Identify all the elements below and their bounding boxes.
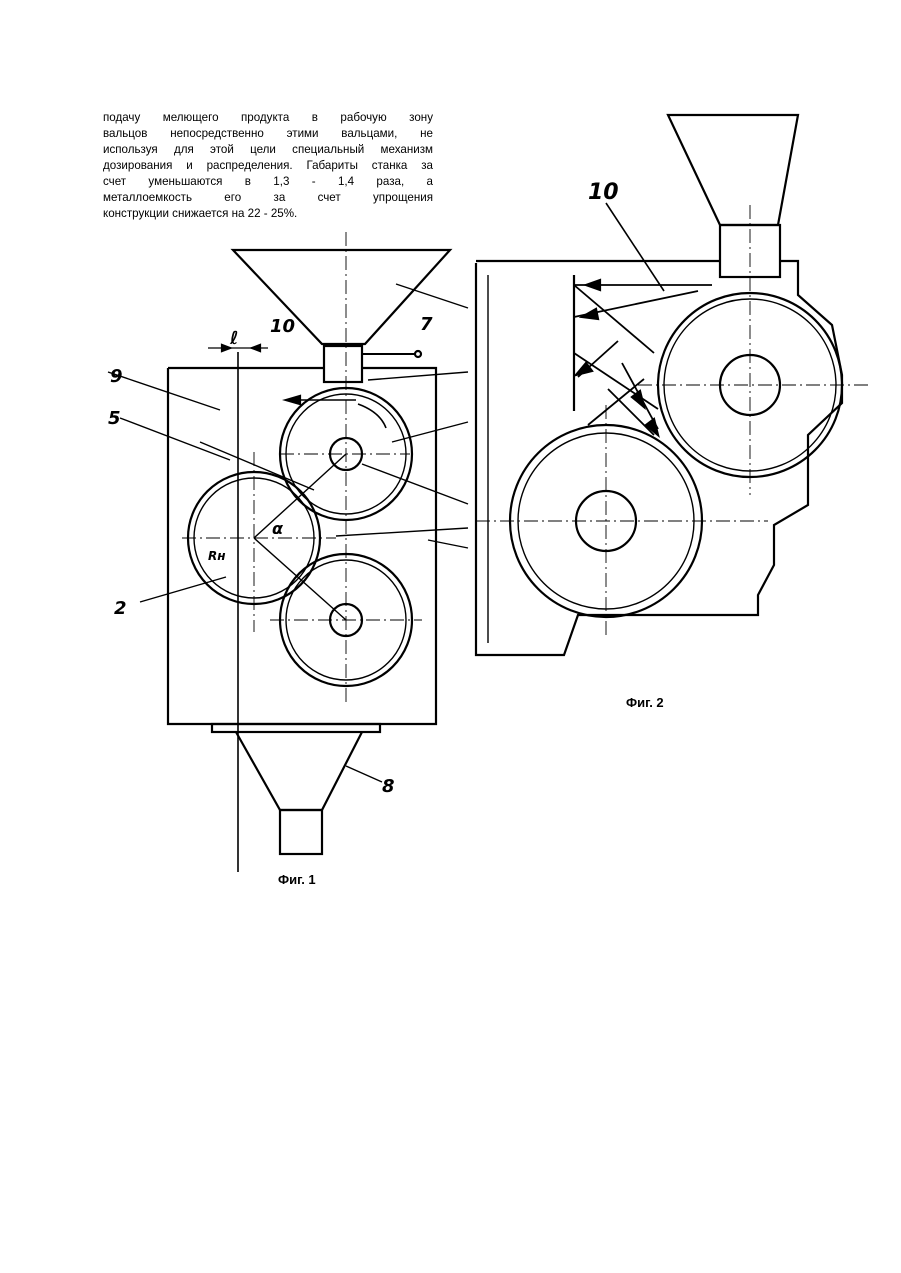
label-2: 2	[114, 598, 127, 619]
label-alpha: α	[272, 519, 284, 538]
figure-2-drawing: 10	[468, 95, 878, 675]
hopper	[233, 250, 450, 344]
body-paragraph: подачу мелющего продукта в рабочую зону …	[103, 110, 433, 222]
label-5: 5	[108, 408, 121, 429]
label-l: ℓ	[229, 328, 239, 349]
label-9: 9	[110, 366, 123, 387]
paragraph-line: счет уменьшаются в 1,3 - 1,4 раза, а	[103, 174, 433, 190]
paragraph-line: вальцов непосредственно этими вальцами, …	[103, 126, 433, 142]
paragraph-line: дозирования и распределения. Габариты ст…	[103, 158, 433, 174]
hopper	[668, 115, 798, 225]
label-rn: Rн	[208, 549, 226, 563]
discharge-funnel	[236, 732, 362, 810]
figure-1-drawing: ℓ 10 7 9 5 α Rн 2 8	[100, 232, 510, 887]
figure-1-caption: Фиг. 1	[278, 872, 316, 887]
label-10: 10	[588, 180, 619, 205]
label-7: 7	[420, 314, 433, 335]
feed-neck	[324, 346, 362, 382]
paragraph-line: конструкции снижается на 22 - 25%.	[103, 206, 433, 222]
paragraph-line: используя для этой цели специальный меха…	[103, 142, 433, 158]
housing	[476, 261, 842, 655]
label-8: 8	[382, 776, 395, 797]
paragraph-line: подачу мелющего продукта в рабочую зону	[103, 110, 433, 126]
figure-2-caption: Фиг. 2	[626, 695, 664, 710]
label-10: 10	[270, 316, 295, 337]
paragraph-line: металлоемкость его за счет упрощения	[103, 190, 433, 206]
